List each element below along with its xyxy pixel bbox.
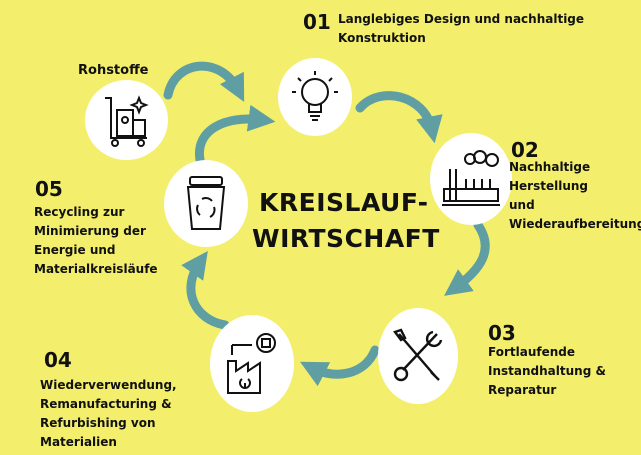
step-02-line: Wiederaufbereitung [509, 217, 641, 231]
step-01-circle [278, 58, 352, 136]
factory-icon [442, 150, 500, 206]
title-line-2: WIRTSCHAFT [252, 224, 440, 253]
step-03-circle [378, 308, 458, 404]
step-05-text: Recycling zur Minimierung der Energie un… [34, 203, 158, 279]
step-01-line: Konstruktion [338, 31, 426, 45]
step-04-line: Refurbishing von [40, 416, 156, 430]
step-01-number: 01 [303, 10, 331, 34]
step-03-line: Fortlaufende [488, 345, 575, 359]
step-02-line: und [509, 198, 535, 212]
arrow-04-to-05 [181, 251, 230, 330]
title-line-1: KREISLAUF- [259, 188, 429, 217]
lightbulb-icon [292, 71, 338, 121]
step-02-line: Herstellung [509, 179, 589, 193]
arrow-01-to-02 [355, 91, 443, 144]
arrow-03-to-04 [300, 345, 380, 387]
step-05-line: Materialkreisläufe [34, 262, 158, 276]
step-02-text: Nachhaltige Herstellung und Wiederaufber… [509, 158, 641, 234]
recycling-bin-icon [186, 175, 226, 230]
step-02-number: 02 [511, 138, 539, 162]
step-01-line: Langlebiges Design und nachhaltige [338, 12, 585, 26]
start-label: Rohstoffe [78, 63, 149, 78]
arrow-02-to-03 [444, 220, 490, 296]
raw-materials-cart-icon [104, 95, 149, 147]
step-03-line: Reparatur [488, 383, 557, 397]
step-02-line: Nachhaltige [509, 160, 591, 174]
step-04-number: 04 [44, 348, 72, 372]
rohstoffe-circle [85, 80, 168, 160]
remanufacturing-icon [227, 332, 276, 394]
step-03-text: Fortlaufende Instandhaltung & Reparatur [488, 343, 606, 400]
step-05-line: Energie und [34, 243, 116, 257]
step-04-line: Remanufacturing & [40, 397, 172, 411]
step-05-number: 05 [35, 177, 63, 201]
step-05-line: Minimierung der [34, 224, 146, 238]
step-03-line: Instandhaltung & [488, 364, 606, 378]
step-04-line: Materialien [40, 435, 117, 449]
step-04-circle [210, 315, 294, 412]
step-05-circle [164, 160, 248, 247]
arrow-05-to-01 [194, 104, 276, 165]
step-01-text: Langlebiges Design und nachhaltige Konst… [338, 10, 584, 48]
wrench-screwdriver-icon [393, 328, 443, 382]
step-03-number: 03 [488, 321, 516, 345]
step-04-line: Wiederverwendung, [40, 378, 177, 392]
step-05-line: Recycling zur [34, 205, 125, 219]
arrow-rohstoffe-to-01 [163, 61, 245, 102]
step-04-text: Wiederverwendung, Remanufacturing & Refu… [40, 376, 177, 452]
step-02-circle [430, 133, 512, 225]
